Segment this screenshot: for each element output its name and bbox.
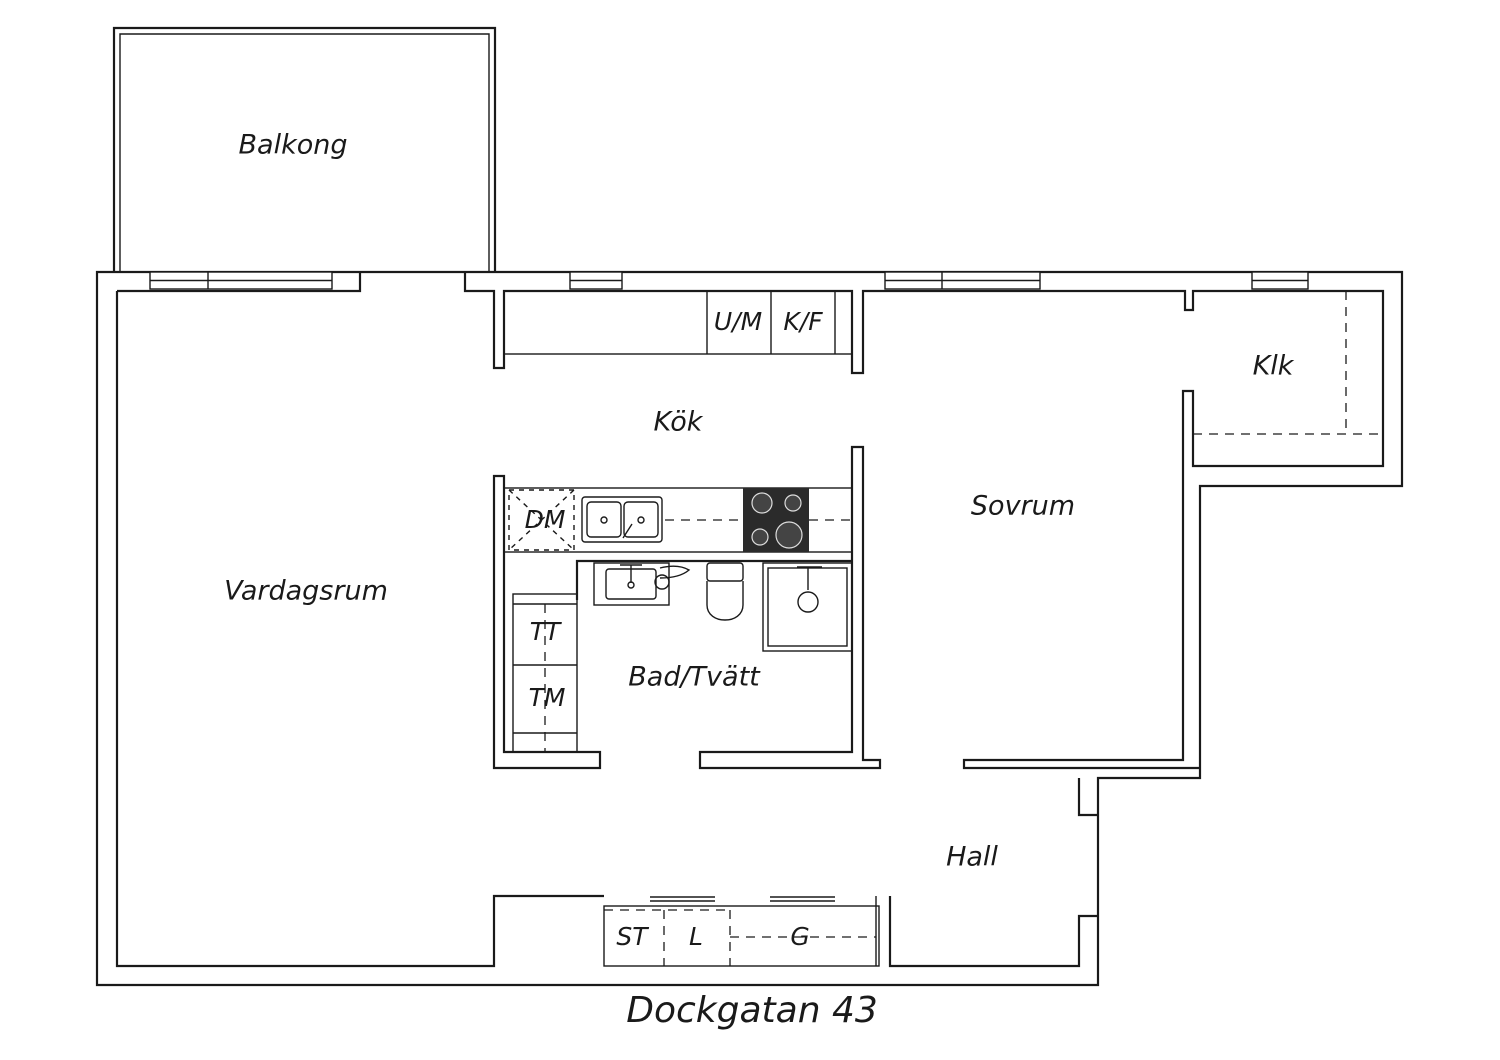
windows	[149, 271, 1309, 290]
room-label-hall: Hall	[946, 842, 998, 873]
fixture-label-um: U/M	[714, 307, 762, 336]
room-label-balkong: Balkong	[239, 130, 348, 161]
address-title: Dockgatan 43	[626, 990, 878, 1031]
fixture-label-dm: DM	[525, 505, 566, 534]
outer-walls	[95, 270, 1404, 987]
room-label-kok: Kök	[654, 407, 704, 438]
room-label-sovrum: Sovrum	[971, 491, 1075, 522]
bathroom-walls	[492, 445, 882, 770]
room-label-klk: Klk	[1253, 351, 1295, 382]
room-label-vardagsrum: Vardagsrum	[224, 576, 388, 607]
dishwasher	[508, 489, 575, 551]
kitchen-upper-counter	[503, 290, 853, 355]
hall-wardrobes	[603, 896, 880, 967]
fixture-label-tt: TT	[530, 617, 562, 646]
fixture-label-kf: K/F	[783, 307, 823, 336]
stove	[743, 488, 809, 552]
balcony	[112, 26, 497, 272]
fixture-label-g: G	[790, 922, 809, 951]
room-label-bad-tvatt: Bad/Tvätt	[628, 662, 761, 693]
washbasin	[593, 562, 691, 606]
fixture-label-st: ST	[616, 922, 649, 951]
walk-in-closet	[1193, 291, 1383, 435]
kitchen-lower-counter	[503, 487, 853, 553]
shower	[762, 562, 853, 652]
laundry-cabinet	[512, 593, 578, 753]
fixture-label-tm: TM	[529, 683, 566, 712]
toilet	[706, 562, 744, 621]
fixture-label-l: L	[689, 922, 703, 951]
kitchen-sink	[581, 496, 663, 543]
